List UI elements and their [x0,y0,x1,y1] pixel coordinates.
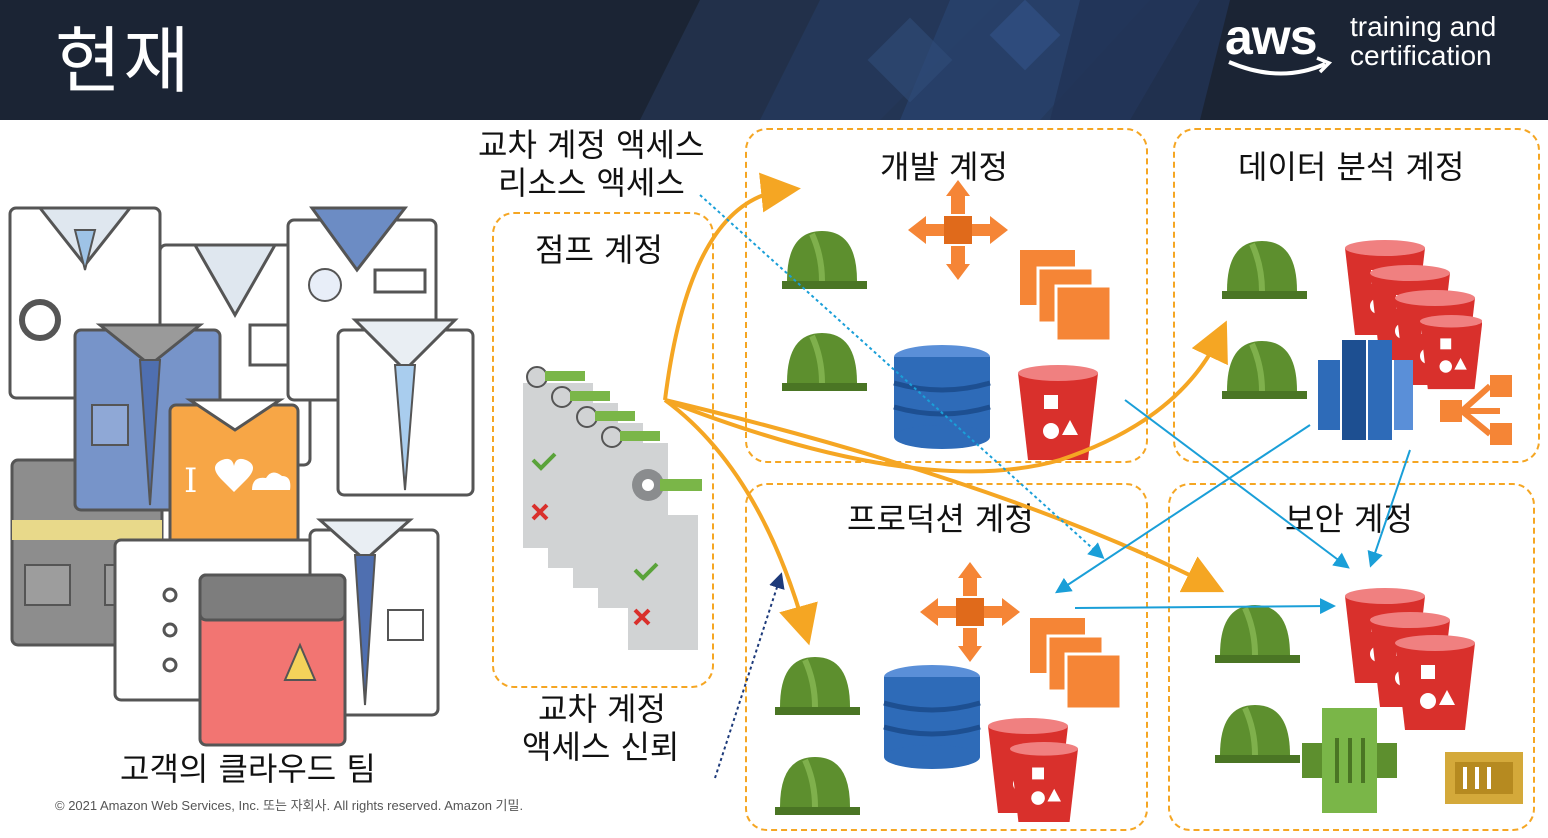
aws-tagline: training and certification [1350,12,1496,70]
uniform-icon: I [8,206,475,747]
tagline-line-1: training and [1350,11,1497,42]
dev-account-title: 개발 계정 [880,148,1008,186]
data-pipeline-icon [1440,375,1512,445]
jump-account-title: 점프 계정 [535,231,663,269]
header-decoration [640,0,1230,120]
prod-account-box [745,483,1148,831]
aws-logo: aws [1225,9,1318,65]
cross-account-trust-label-1: 교차 계정 [538,690,666,728]
sqs-icon [1302,708,1397,813]
slide-title: 현재 [55,19,192,103]
redshift-icon [1318,340,1413,440]
aws-smile-icon [1228,56,1333,76]
cloud-team-label: 고객의 클라우드 팀 [120,750,376,788]
prod-account-title: 프로덕션 계정 [847,500,1034,538]
security-account-box [1168,483,1535,831]
cross-account-access-label: 교차 계정 액세스 [478,126,705,164]
analytics-account-box [1173,128,1540,463]
copyright-footer: © 2021 Amazon Web Services, Inc. 또는 자회사.… [55,798,524,813]
tagline-line-2: certification [1350,40,1492,71]
kinesis-icon [1445,752,1523,804]
dev-account-box [745,128,1148,463]
svg-text:I: I [184,461,197,501]
slide-header: 현재 aws training and certification [0,0,1548,120]
jump-account-box [492,212,714,688]
iam-key-icon [523,366,702,650]
resource-access-label: 리소스 액세스 [498,164,685,202]
cross-account-trust-label-2: 액세스 신뢰 [522,728,680,766]
analytics-account-title: 데이터 분석 계정 [1238,148,1465,186]
